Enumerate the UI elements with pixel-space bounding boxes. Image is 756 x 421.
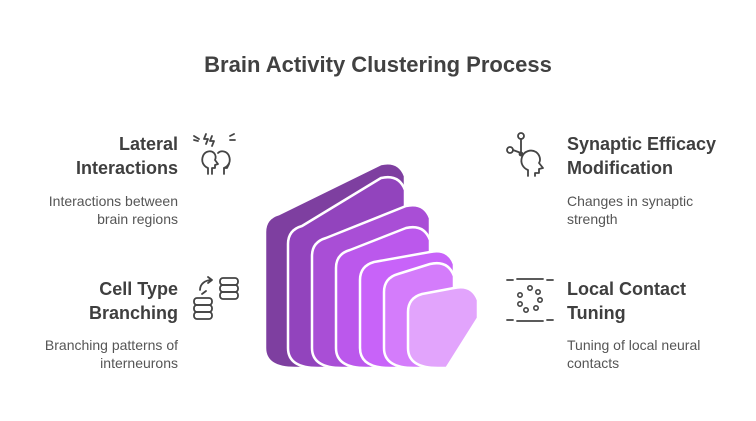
- desc-line-2: contacts: [567, 355, 620, 371]
- heading-line-2: Branching: [88, 303, 178, 323]
- synaptic-efficacy-heading: Synaptic Efficacy Modification: [567, 132, 716, 180]
- desc-line-1: Branching patterns of: [44, 337, 178, 353]
- heading-line-1: Local Contact: [567, 279, 687, 299]
- lateral-interactions-heading: Lateral Interactions: [76, 132, 178, 180]
- heading-line-1: Cell Type: [99, 279, 178, 299]
- heading-line-2: Interactions: [75, 158, 178, 178]
- lateral-interactions-desc: Interactions between brain regions: [49, 192, 178, 228]
- stack-layer-7: [406, 286, 480, 370]
- heading-line-2: Tuning: [567, 303, 626, 323]
- database-branch-icon: [193, 276, 239, 320]
- dotted-circle-icon: [506, 278, 554, 322]
- heading-line-1: Synaptic Efficacy: [567, 134, 717, 154]
- two-heads-icon: [193, 133, 236, 175]
- desc-line-1: Changes in synaptic: [567, 193, 694, 209]
- cell-type-branching-heading: Cell Type Branching: [89, 277, 178, 325]
- desc-line-2: interneurons: [100, 355, 178, 371]
- desc-line-1: Interactions between: [48, 193, 178, 209]
- local-contact-desc: Tuning of local neural contacts: [567, 336, 700, 372]
- cell-type-branching-desc: Branching patterns of interneurons: [45, 336, 178, 372]
- local-contact-heading: Local Contact Tuning: [567, 277, 686, 325]
- page-title: Brain Activity Clustering Process: [204, 52, 552, 77]
- heading-line-1: Lateral: [118, 134, 178, 154]
- synaptic-efficacy-desc: Changes in synaptic strength: [567, 192, 693, 228]
- heading-line-2: Modification: [567, 158, 673, 178]
- desc-line-2: brain regions: [97, 211, 178, 227]
- desc-line-2: strength: [567, 211, 618, 227]
- desc-line-1: Tuning of local neural: [567, 337, 701, 353]
- head-network-icon: [506, 132, 544, 177]
